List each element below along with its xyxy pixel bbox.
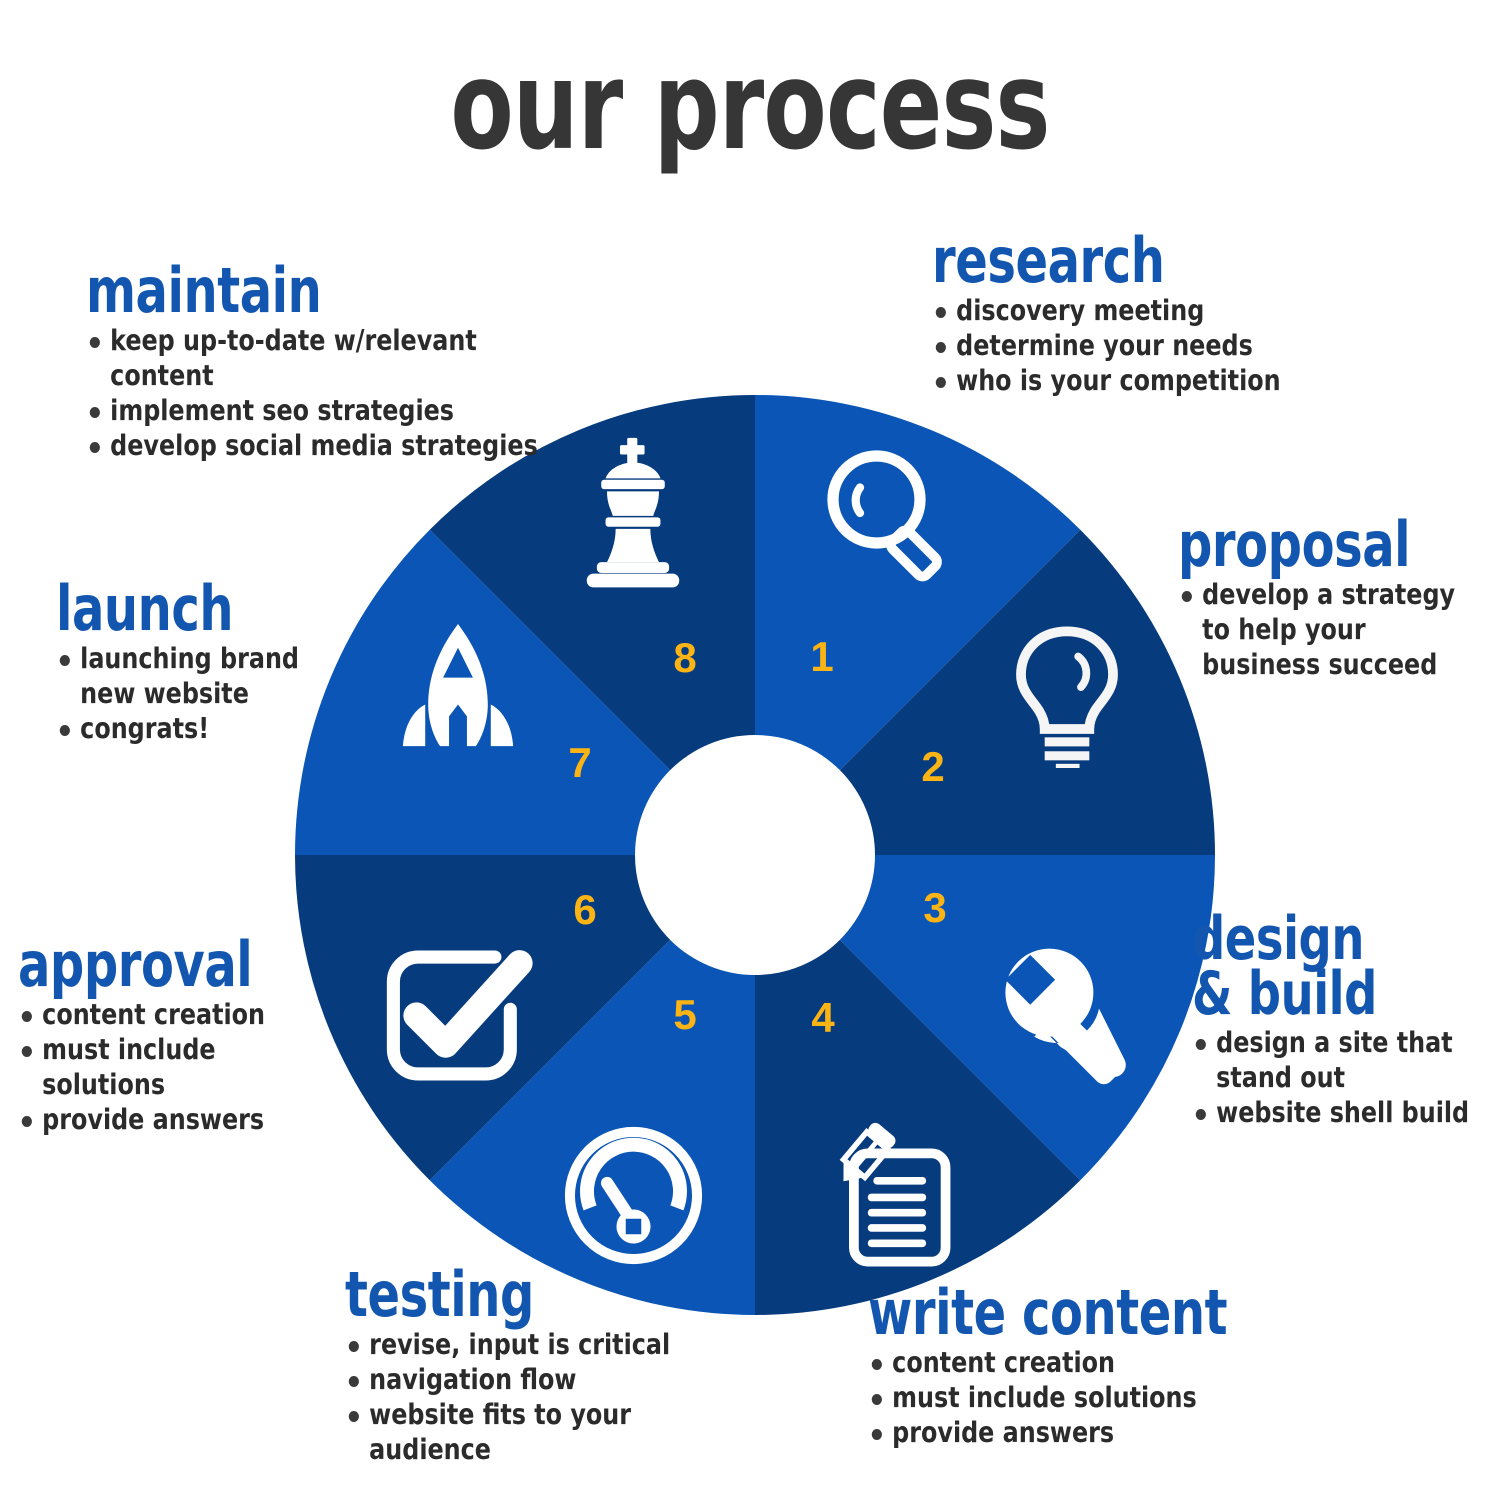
callout-write-content: write content content creation must incl… [868,1276,1328,1451]
process-wheel: 1 2 3 4 5 6 7 8 [295,395,1215,1315]
list-item: implement seo strategies [86,394,588,429]
magnifier-icon [810,433,970,593]
callout-design-build: design& build design a site that stand o… [1192,909,1492,1131]
list-item: develop social media strategies [86,429,588,464]
lightbulb-icon [987,615,1147,775]
list-item: who is your competition [932,364,1304,399]
callout-testing: testing revise, input is critical naviga… [345,1258,775,1467]
callout-launch: launch launching brand new website congr… [56,572,326,747]
segment-number-7: 7 [568,739,592,786]
list-item: design a site that stand out [1192,1026,1471,1096]
segment-number-3: 3 [923,884,947,931]
callout-heading-research: research [932,224,1165,297]
list-item: congrats! [56,712,307,747]
wheel-segment-3[interactable] [755,855,1215,1181]
list-item: provide answers [868,1416,1296,1451]
segment-number-6: 6 [573,886,597,933]
callout-heading-design-build: design& build [1192,909,1450,1024]
callout-bullets-proposal: develop a strategy to help your business… [1178,578,1488,682]
page-title: our process [450,35,1050,177]
callout-heading-approval: approval [18,928,253,1001]
wheel-segment-2[interactable] [755,529,1215,855]
list-item: determine your needs [932,329,1304,364]
callout-heading-write-content: write content [868,1276,1228,1349]
callout-bullets-maintain: keep up-to-date w/relevant content imple… [86,324,626,463]
list-item: develop a strategy to help your business… [1178,578,1466,682]
list-item: must include solutions [868,1381,1296,1416]
list-item: content creation [18,998,334,1033]
segment-number-1: 1 [810,633,834,680]
checkbox-icon [378,935,538,1095]
wheel-segment-8[interactable] [429,395,755,855]
document-pencil-icon [810,1115,970,1275]
callout-heading-proposal: proposal [1178,508,1411,581]
list-item: content creation [868,1346,1296,1381]
callout-proposal: proposal develop a strategy to help your… [1178,508,1488,683]
callout-heading-maintain: maintain [86,254,322,327]
list-item: navigation flow [345,1363,745,1398]
list-item: launching brand new website [56,642,307,712]
wrench-icon [987,935,1147,1095]
gauge-icon [553,1115,713,1275]
wheel-hub [635,735,875,975]
callout-maintain: maintain keep up-to-date w/relevant cont… [86,254,626,463]
rocket-icon [378,615,538,775]
callout-bullets-research: discovery meeting determine your needs w… [932,294,1332,398]
callout-bullets-launch: launching brand new website congrats! [56,642,326,746]
wheel-segments [295,395,1215,1315]
list-item: revise, input is critical [345,1328,745,1363]
callout-bullets-write-content: content creation must include solutions … [868,1346,1328,1450]
heading-line-1: design [1192,904,1364,974]
callout-bullets-testing: revise, input is critical navigation flo… [345,1328,775,1467]
wheel-segment-4[interactable] [755,855,1081,1315]
segment-number-5: 5 [673,991,697,1038]
callout-bullets-approval: content creation must include solutions … [18,998,358,1137]
segment-number-2: 2 [921,743,945,790]
segment-number-8: 8 [673,634,697,681]
list-item: website fits to your audience [345,1398,745,1468]
heading-line-2: & build [1192,959,1377,1030]
callout-bullets-design-build: design a site that stand out website she… [1192,1026,1492,1130]
wheel-segment-6[interactable] [295,855,755,1181]
list-item: keep up-to-date w/relevant content [86,324,588,394]
list-item: discovery meeting [932,294,1304,329]
list-item: must include solutions [18,1033,334,1103]
list-item: website shell build [1192,1096,1471,1131]
wheel-segment-7[interactable] [295,529,755,855]
callout-approval: approval content creation must include s… [18,928,358,1137]
callout-research: research discovery meeting determine you… [932,224,1332,399]
segment-number-4: 4 [811,994,835,1041]
callout-heading-launch: launch [56,572,234,645]
callout-heading-testing: testing [345,1258,534,1331]
chess-king-icon [553,433,713,593]
list-item: provide answers [18,1103,334,1138]
